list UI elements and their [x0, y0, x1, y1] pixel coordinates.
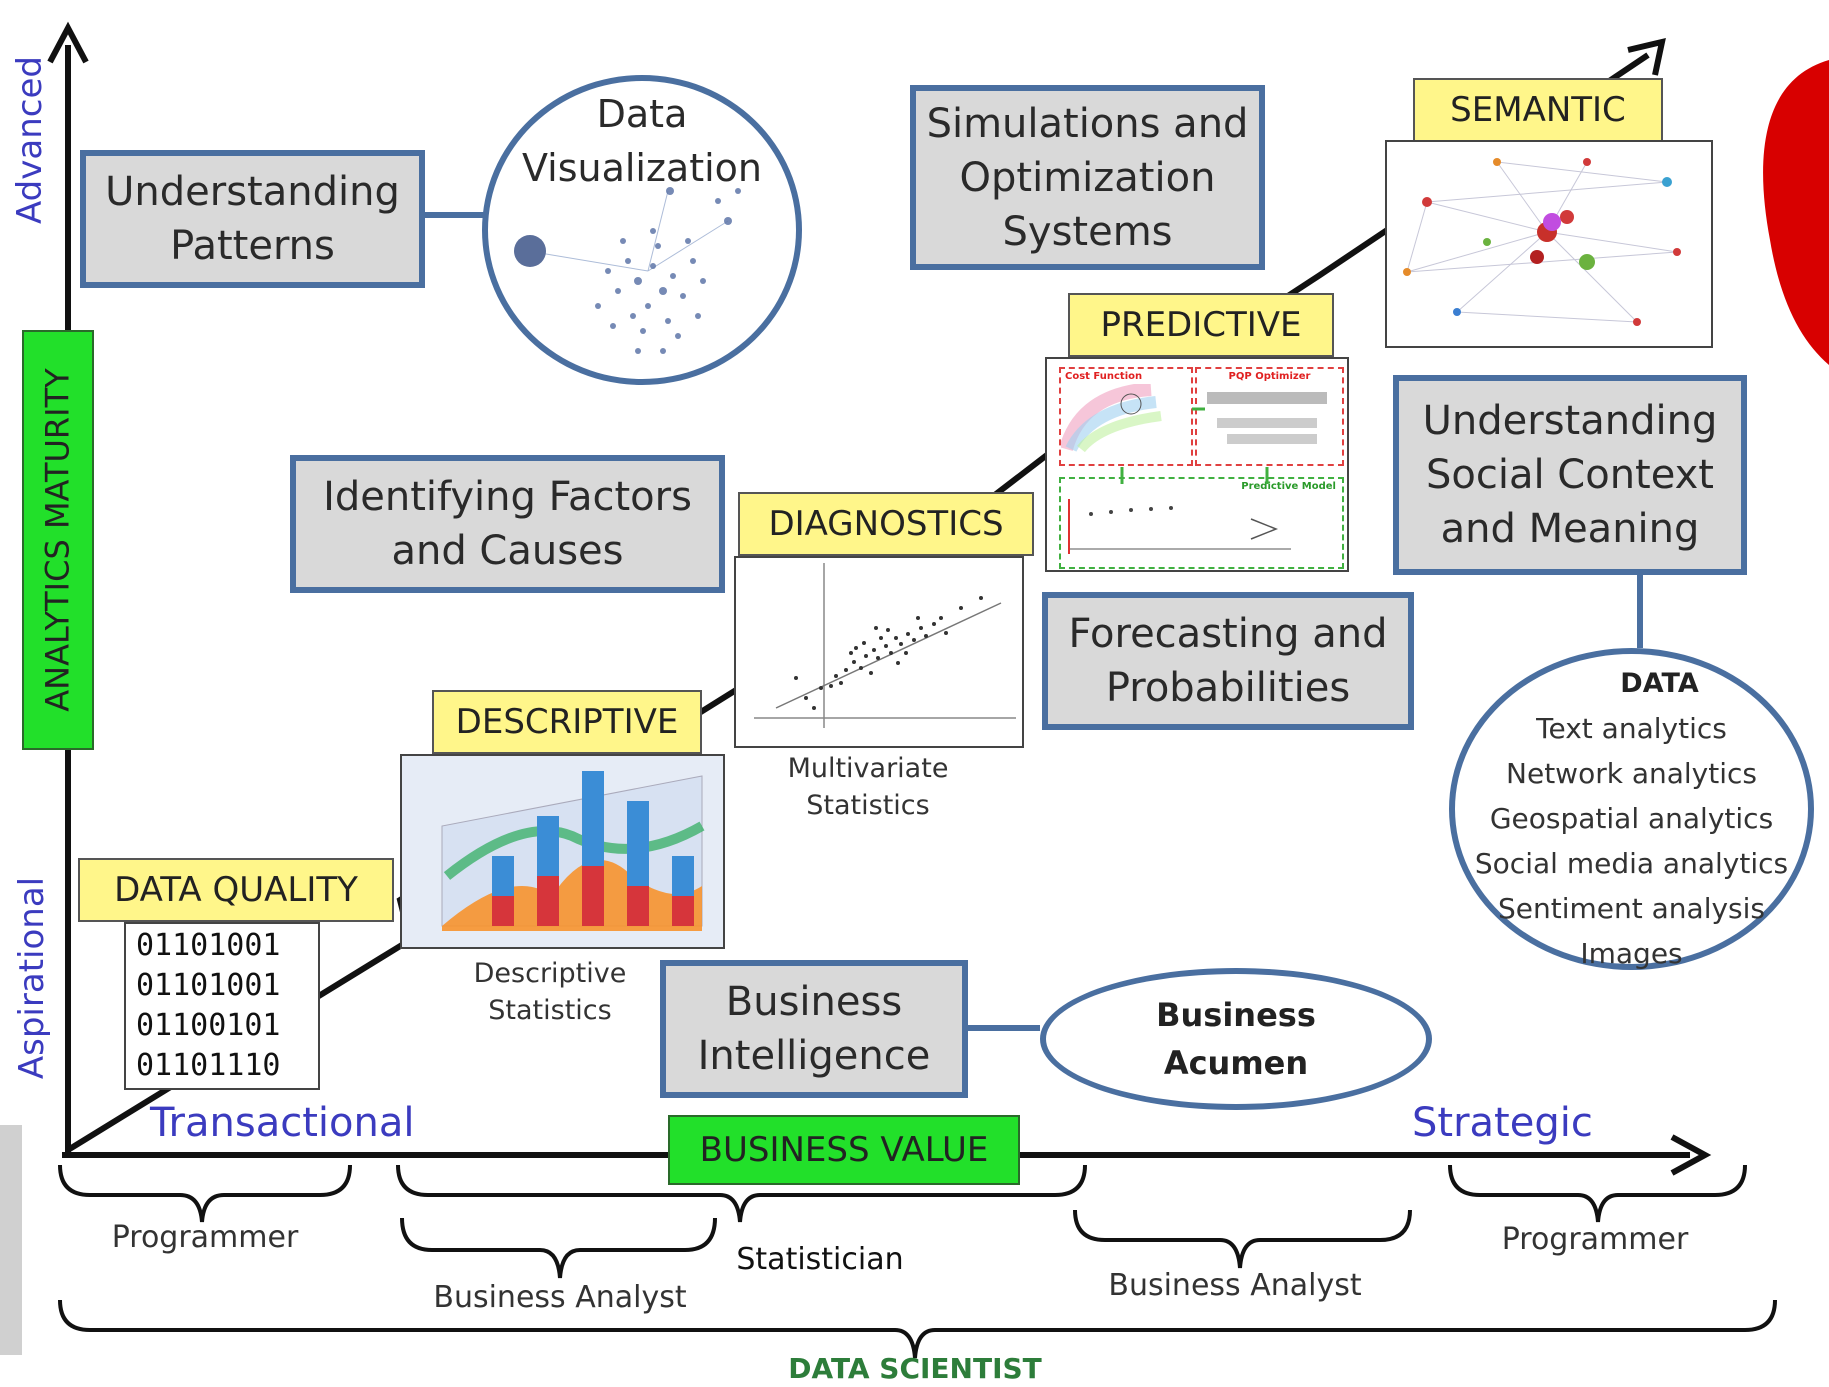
binary-line: 01101001: [136, 928, 281, 963]
identifying-factors-box: Identifying Factors and Causes: [290, 455, 725, 593]
data-type-item: Images: [1580, 937, 1683, 970]
understanding-patterns-box: Understanding Patterns: [80, 150, 425, 288]
y-axis-top-label: Advanced: [10, 56, 50, 224]
brace-data-scientist: [58, 1299, 1777, 1359]
role-programmer-left: Programmer: [111, 1220, 299, 1255]
role-programmer-right: Programmer: [1501, 1222, 1689, 1257]
brace-programmer-right: [1448, 1164, 1747, 1223]
data-type-item: Social media analytics: [1474, 847, 1789, 880]
predictive-model-plot: [1068, 499, 1291, 554]
stage-semantic: SEMANTIC: [1413, 78, 1663, 142]
descriptive-stats-caption: Descriptive Statistics: [473, 958, 627, 1026]
data-visualization-circle: Data Visualization: [482, 75, 802, 385]
role-statistician: Statistician: [736, 1242, 904, 1277]
shadow-strip: [0, 1125, 22, 1355]
bar-chart-illustration: [402, 756, 723, 947]
business-value-label: BUSINESS VALUE: [668, 1115, 1020, 1185]
role-data-scientist: DATA SCIENTIST: [788, 1352, 1042, 1385]
brace-statistician: [396, 1164, 1087, 1223]
cost-function-plot: [1059, 382, 1162, 453]
pqp-optimizer-label: PQP Optimizer: [1228, 371, 1311, 382]
binary-line: 01101001: [136, 968, 281, 1003]
role-business-analyst-left: Business Analyst: [433, 1280, 687, 1315]
semantic-network-image: [1385, 140, 1713, 348]
role-business-analyst-right: Business Analyst: [1108, 1268, 1362, 1303]
red-shape: [1763, 60, 1829, 365]
x-axis-left-label: Transactional: [150, 1100, 415, 1146]
data-types-circle: DATA Text analytics Network analytics Ge…: [1449, 648, 1814, 970]
brace-analyst-right: [1073, 1209, 1412, 1269]
scatter-plot-image: [734, 556, 1024, 748]
network-graph-illustration: [1403, 158, 1681, 326]
stage-diagnostics: DIAGNOSTICS: [738, 492, 1034, 556]
analytics-maturity-text: ANALYTICS MATURITY: [39, 368, 77, 712]
network-cloud-illustration: [514, 187, 741, 354]
y-axis-bottom-label: Aspirational: [12, 876, 52, 1080]
predictive-model-image: Cost Function PQP Optimizer Predictive M…: [1045, 357, 1349, 572]
pqp-optimizer-panel: PQP Optimizer: [1195, 367, 1344, 466]
stage-predictive: PREDICTIVE: [1068, 293, 1334, 357]
stage-data-quality: DATA QUALITY: [78, 858, 394, 922]
binary-line: 01101110: [136, 1048, 281, 1083]
cost-function-panel: Cost Function: [1059, 367, 1193, 466]
social-context-box: Understanding Social Context and Meaning: [1393, 375, 1747, 575]
data-type-item: Sentiment analysis: [1498, 892, 1765, 925]
business-acumen-circle: Business Acumen: [1040, 968, 1432, 1110]
pqp-formula-glyphs: [1207, 392, 1327, 444]
predictive-model-label: Predictive Model: [1241, 481, 1336, 492]
predictive-arrows: [1120, 407, 1269, 484]
binary-block: 01101001 01101001 01100101 01101110: [124, 922, 320, 1090]
maturity-arrow: [1627, 37, 1666, 76]
x-axis-right-label: Strategic: [1412, 1100, 1593, 1146]
descriptive-chart-image: [400, 754, 725, 949]
binary-line: 01100101: [136, 1008, 281, 1043]
brace-analyst-left: [400, 1217, 717, 1279]
y-axis-arrow: [47, 21, 89, 64]
business-intelligence-box: Business Intelligence: [660, 960, 968, 1098]
analytics-maturity-label: ANALYTICS MATURITY: [22, 330, 94, 750]
data-type-item: Text analytics: [1536, 712, 1727, 745]
predictive-model-panel: Predictive Model: [1059, 477, 1344, 569]
brace-programmer-left: [58, 1164, 352, 1223]
simulations-box: Simulations and Optimization Systems: [910, 85, 1265, 270]
business-acumen-label: Business Acumen: [1156, 996, 1316, 1082]
data-types-list: Text analytics Network analytics Geospat…: [1455, 706, 1808, 976]
data-types-title: DATA: [1620, 668, 1699, 699]
cost-function-label: Cost Function: [1065, 371, 1143, 382]
data-type-item: Geospatial analytics: [1489, 802, 1774, 835]
x-axis-arrow: [1670, 1134, 1712, 1176]
data-visualization-label: Data Visualization: [521, 92, 763, 190]
stage-descriptive: DESCRIPTIVE: [432, 690, 702, 754]
forecasting-box: Forecasting and Probabilities: [1042, 592, 1414, 730]
multivariate-stats-caption: Multivariate Statistics: [787, 753, 949, 821]
scatter-illustration: [754, 563, 1016, 728]
data-type-item: Network analytics: [1506, 757, 1757, 790]
